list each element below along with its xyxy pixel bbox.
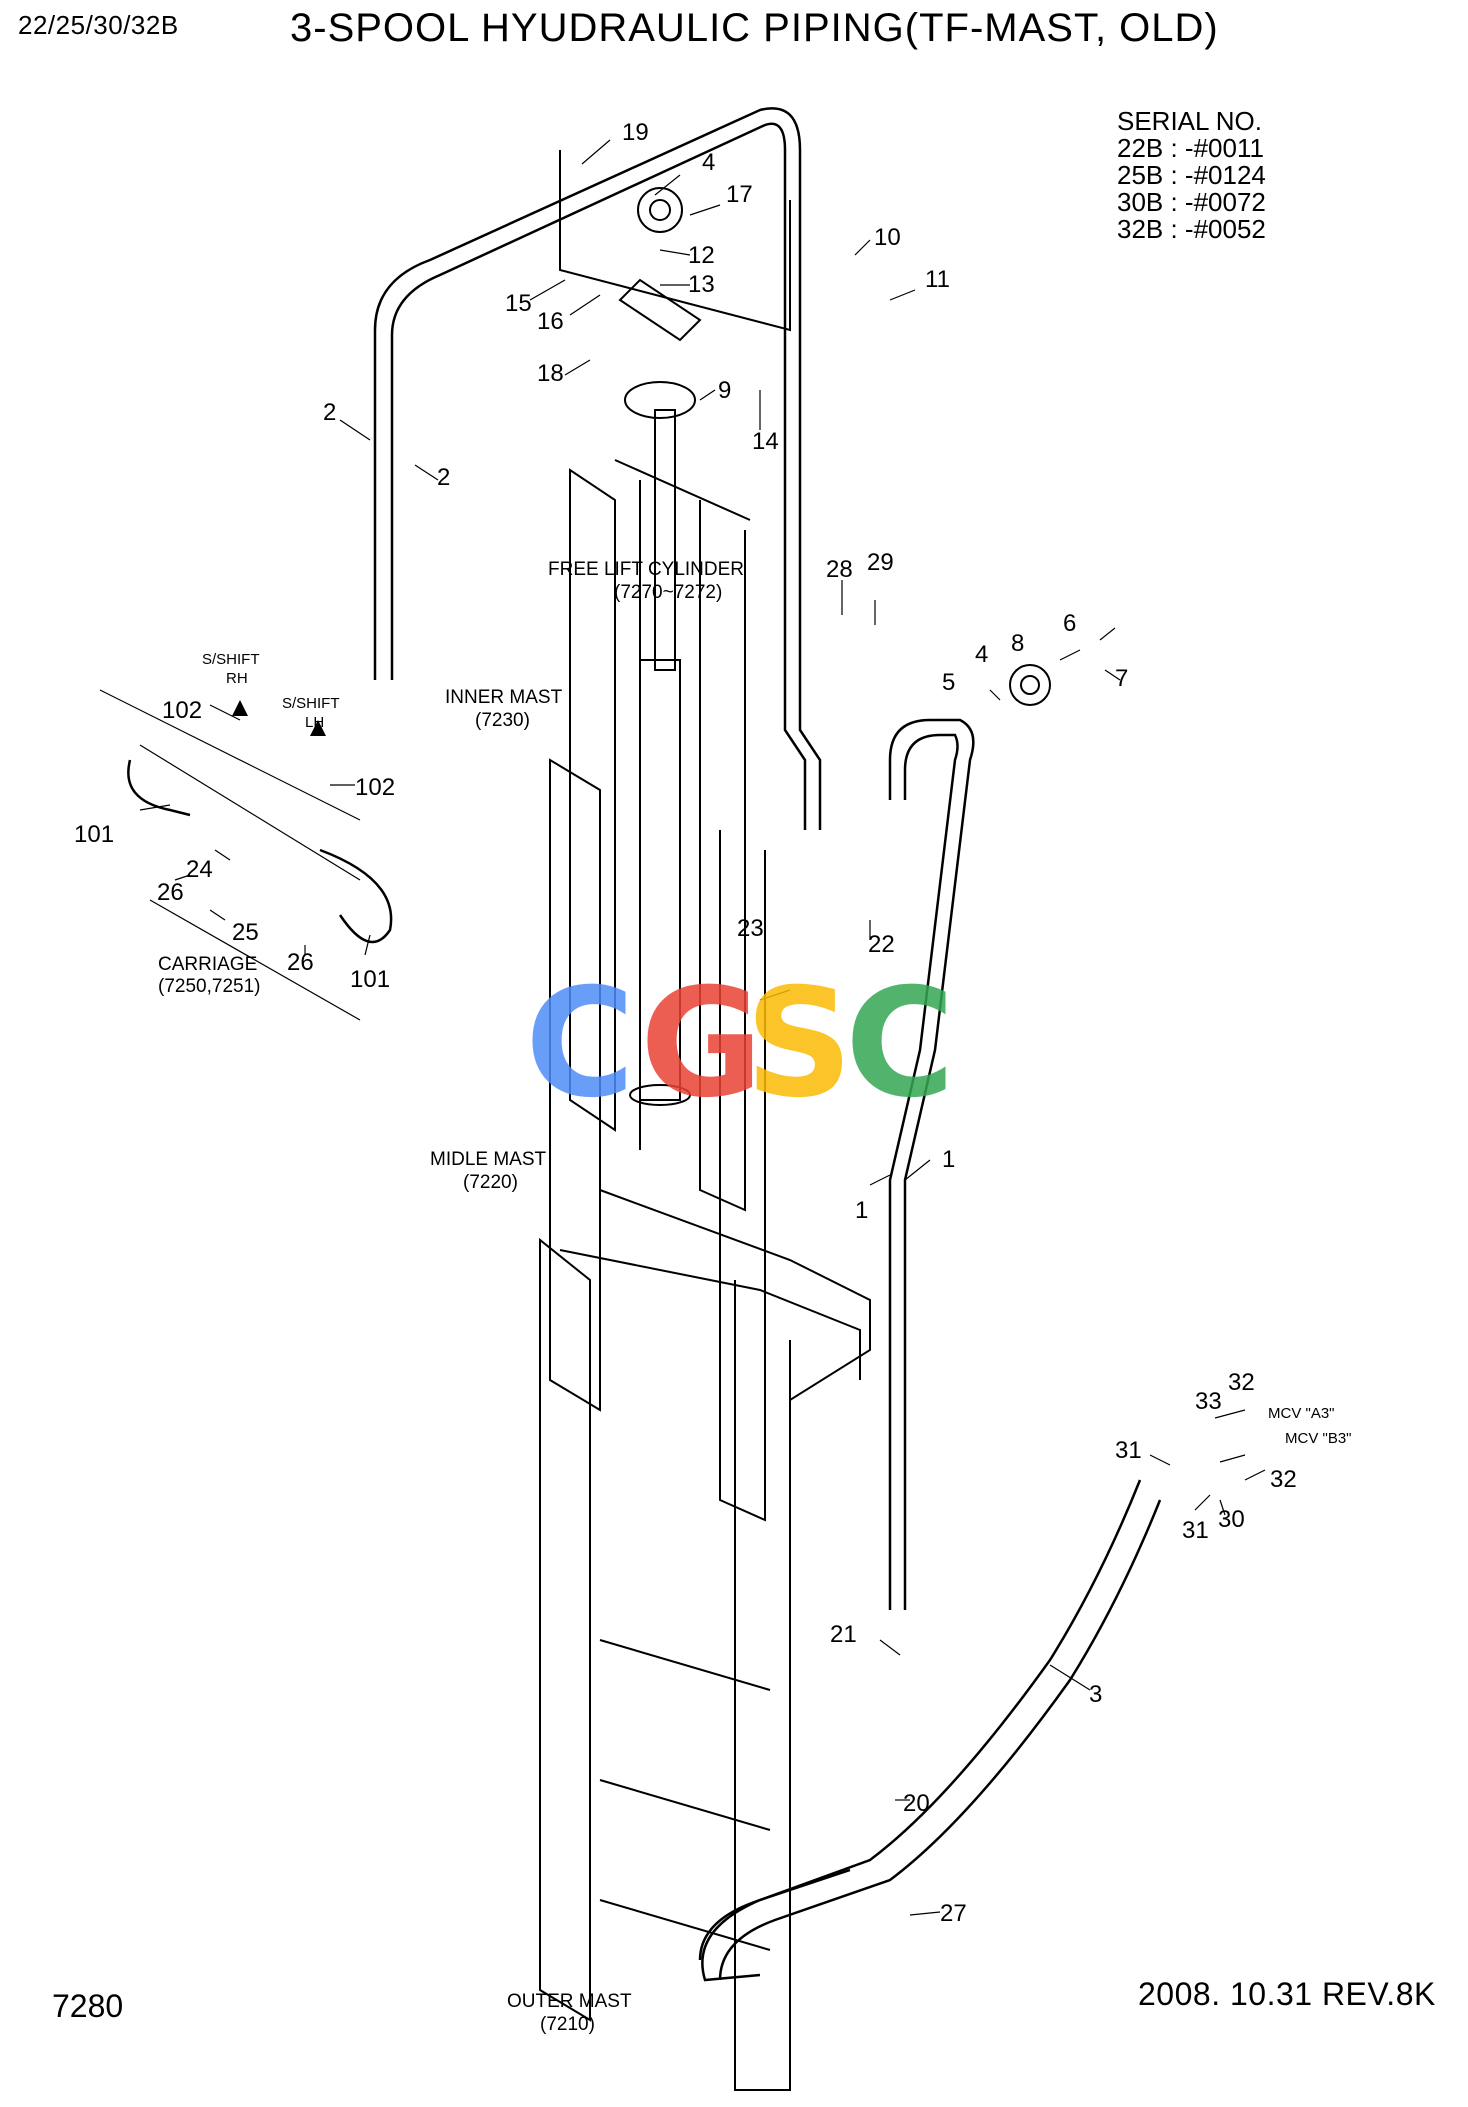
callout: 4	[702, 149, 715, 176]
arrow-up-icon	[232, 700, 248, 716]
callout: 24	[186, 856, 213, 883]
callout: 101	[74, 821, 114, 848]
callout: 11	[925, 266, 950, 293]
serial-line: 22B : -#0011	[1117, 133, 1264, 163]
callout: 3	[1089, 1681, 1102, 1708]
callout: 31	[1115, 1437, 1142, 1464]
watermark-letter: C	[845, 957, 955, 1131]
serial-line: 30B : -#0072	[1117, 187, 1266, 217]
callout: 2	[323, 399, 336, 426]
callout: 32	[1228, 1369, 1255, 1396]
side-shift-rh-label: S/SHIFT	[202, 651, 260, 668]
callout: 16	[537, 308, 564, 335]
outer-mast-label: OUTER MAST	[507, 1991, 632, 2012]
callout: 31	[1182, 1517, 1209, 1544]
watermark-letter: G	[640, 957, 763, 1131]
mcv-a3-label: MCV "A3"	[1268, 1405, 1335, 1422]
callout: 19	[622, 119, 649, 146]
side-shift-lh-side: LH	[305, 714, 324, 731]
arrow-up-icon	[310, 720, 326, 736]
callout: 2	[437, 464, 450, 491]
page-number: 7280	[52, 1988, 124, 2024]
serial-line: 32B : -#0052	[1117, 214, 1266, 244]
callout: 102	[162, 697, 202, 724]
model-code: 22/25/30/32B	[18, 10, 179, 40]
watermark-letter: S	[745, 957, 853, 1131]
watermark: C G S C	[525, 957, 955, 1131]
callout: 1	[942, 1146, 955, 1173]
callout: 15	[505, 290, 532, 317]
side-shift-lh-label: S/SHIFT	[282, 695, 340, 712]
callout: 101	[350, 966, 390, 993]
serial-heading: SERIAL NO.	[1117, 106, 1262, 136]
callout: 33	[1195, 1388, 1222, 1415]
revision-date: 2008. 10.31 REV.8K	[1138, 1976, 1436, 2012]
watermark-letter: C	[525, 957, 635, 1131]
callout: 9	[718, 377, 731, 404]
callout: 32	[1270, 1466, 1297, 1493]
mast-structure	[539, 150, 1051, 2091]
callout: 26	[157, 879, 184, 906]
callout: 22	[868, 931, 895, 958]
callout: 17	[726, 181, 753, 208]
callout: 102	[355, 774, 395, 801]
inner-mast-label: INNER MAST	[445, 687, 563, 708]
serial-line: 25B : -#0124	[1117, 160, 1266, 190]
mcv-b3-label: MCV "B3"	[1285, 1430, 1352, 1447]
callout: 20	[903, 1790, 930, 1817]
arrow-markers	[232, 700, 326, 736]
callout: 4	[975, 641, 988, 668]
carriage-label: CARRIAGE	[158, 954, 257, 975]
part-callouts: 19 4 17 12 13 15 16 18 9 14 10 11 2 2 28…	[74, 119, 1297, 1927]
inner-mast-code: (7230)	[475, 710, 530, 731]
middle-mast-code: (7220)	[463, 1172, 518, 1193]
callout: 26	[287, 949, 314, 976]
callout: 8	[1011, 630, 1024, 657]
callout: 18	[537, 360, 564, 387]
callout: 6	[1063, 610, 1076, 637]
outer-mast-code: (7210)	[540, 2014, 595, 2035]
callout: 25	[232, 919, 259, 946]
leader-lines	[99, 139, 1266, 1916]
free-lift-cylinder-code: (7270~7272)	[614, 582, 722, 603]
callout: 30	[1218, 1506, 1245, 1533]
callout: 12	[688, 242, 715, 269]
captions: FREE LIFT CYLINDER (7270~7272) INNER MAS…	[158, 559, 1352, 2035]
callout: 1	[855, 1197, 868, 1224]
callout: 5	[942, 669, 955, 696]
callout: 28	[826, 556, 853, 583]
hose-lines	[127, 107, 1162, 1982]
callout: 27	[940, 1900, 967, 1927]
callout: 21	[830, 1621, 857, 1648]
callout: 23	[737, 915, 764, 942]
callout: 29	[867, 549, 894, 576]
free-lift-cylinder-label: FREE LIFT CYLINDER	[548, 559, 744, 580]
serial-number-block: SERIAL NO. 22B : -#0011 25B : -#0124 30B…	[1117, 108, 1266, 243]
callout: 14	[752, 428, 779, 455]
callout: 10	[874, 224, 901, 251]
callout: 7	[1115, 665, 1128, 692]
callout: 13	[688, 271, 715, 298]
middle-mast-label: MIDLE MAST	[430, 1149, 547, 1170]
carriage-code: (7250,7251)	[158, 976, 260, 997]
side-shift-rh-side: RH	[226, 670, 248, 687]
page-title: 3-SPOOL HYUDRAULIC PIPING(TF-MAST, OLD)	[290, 6, 1219, 50]
